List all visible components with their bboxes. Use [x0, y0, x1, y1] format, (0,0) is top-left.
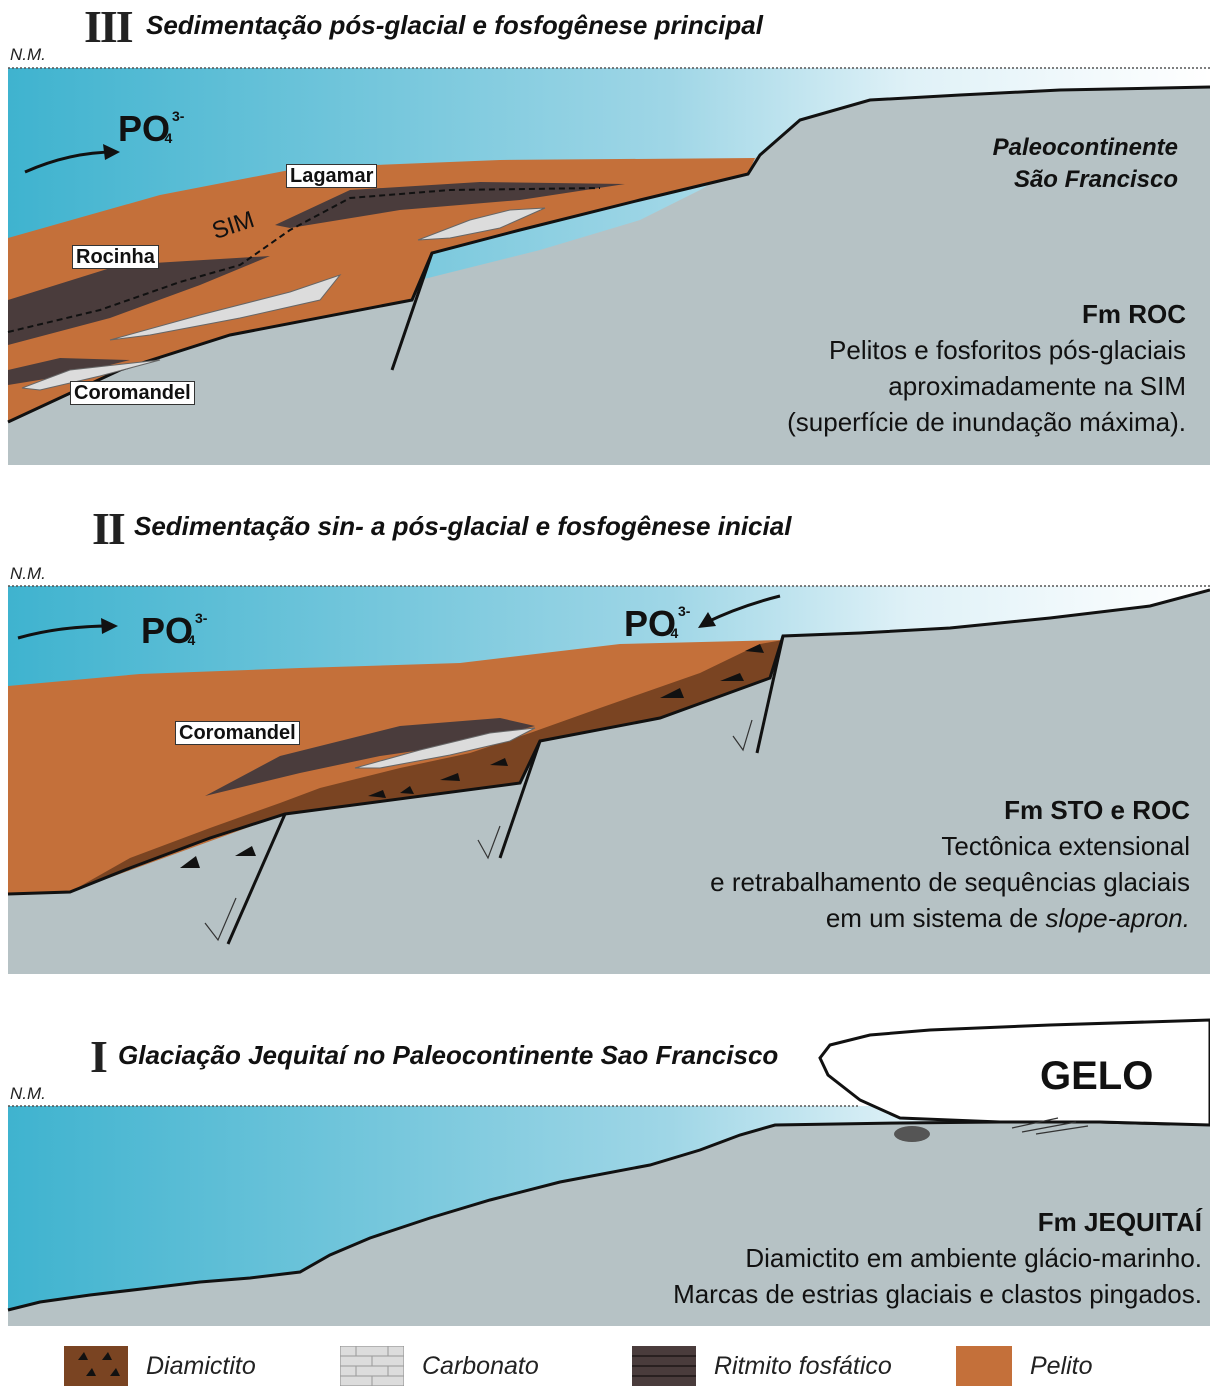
panel3-caption-heading: Fm ROC: [1082, 299, 1186, 329]
panel1-bedrock-outline: [7, 1120, 1171, 1312]
legend-label-diamictito: Diamictito: [146, 1351, 256, 1380]
panel2-caption-line1: Tectônica extensional: [941, 831, 1190, 861]
panel2-fault-3: [755, 635, 785, 754]
panel3-fault: [390, 252, 434, 371]
panel3-continent-label: Paleocontinente São Francisco: [993, 132, 1178, 196]
panel1-caption-heading: Fm JEQUITAÍ: [1037, 1207, 1202, 1237]
panel3-cross-section: [7, 67, 1210, 465]
legend-swatch-diamictito: [64, 1346, 128, 1386]
panel1-ice-label: GELO: [1040, 1054, 1154, 1098]
panel2-fault-1: [226, 813, 287, 945]
panel3-pelito: [8, 158, 755, 422]
legend-item-diamictito: Diamictito: [64, 1346, 256, 1386]
panel1-bedrock: [8, 1122, 1210, 1326]
panel2-pelito: [8, 640, 783, 894]
panel3-sea-level-label: N.M.: [10, 45, 46, 64]
panel3-carbonate-1: [109, 273, 342, 341]
legend-label-ritmito: Ritmito fosfático: [714, 1351, 892, 1380]
panel2-caption-heading: Fm STO e ROC: [1004, 795, 1190, 825]
panel3-carbonate-2: [417, 207, 546, 241]
legend-swatch-carbonato: [340, 1346, 404, 1386]
panel1-ice-sheet: [818, 1018, 1210, 1127]
panel2-sea-level-label: N.M.: [10, 564, 46, 583]
panel2-po4-arrowhead-right: [698, 612, 716, 628]
panel2-diamictite-slope: [70, 640, 783, 892]
panel3-rocinha-label: Rocinha: [72, 245, 159, 269]
panel2-cross-section: [7, 585, 1210, 974]
panel3-caption-line3: (superfície de inundação máxima).: [787, 407, 1186, 437]
panel3-ritmito-rocinha: [8, 256, 270, 345]
legend-label-pelito: Pelito: [1030, 1351, 1093, 1380]
panel2-fault-2: [498, 740, 542, 859]
legend-item-carbonato: Carbonato: [340, 1346, 539, 1386]
panel2-caption-line3: em um sistema de slope-apron.: [825, 903, 1190, 933]
panel2-bedrock-outline: [7, 588, 1210, 896]
panel3-carbonate-3: [21, 359, 161, 391]
legend-item-ritmito: Ritmito fosfático: [632, 1346, 892, 1386]
panel2-slip-mark-3: [732, 719, 753, 752]
panel1-numeral: I: [90, 1031, 108, 1082]
panel3-caption-line2: aproximadamente na SIM: [888, 371, 1186, 401]
panel3-lagamar-label: Lagamar: [286, 164, 378, 188]
panel1-caption: Fm JEQUITAÍ Diamictito em ambiente gláci…: [673, 1204, 1202, 1312]
panel2-coromandel-label: Coromandel: [175, 721, 300, 745]
panel2-caption: Fm STO e ROC Tectônica extensional e ret…: [710, 792, 1190, 936]
panel1-glacial-striations: [1011, 1117, 1089, 1135]
panel3-coromandel-label: Coromandel: [70, 381, 195, 405]
panel3-caption-line1: Pelitos e fosforitos pós-glaciais: [829, 335, 1186, 365]
panel2-bedrock: [8, 590, 1210, 974]
panel1-title: Glaciação Jequitaí no Paleocontinente Sa…: [118, 1040, 779, 1070]
panel3-caption: Fm ROC Pelitos e fosforitos pós-glaciais…: [787, 296, 1186, 440]
panel2-ritmito-lens: [205, 718, 535, 796]
legend-swatch-ritmito: [632, 1346, 696, 1386]
panel2-po4-arrowhead-left: [101, 618, 118, 634]
panel3-title: Sedimentação pós-glacial e fosfogênese p…: [146, 10, 763, 40]
panel1-dropstone: [894, 1126, 930, 1142]
panel1-cross-section: [7, 1018, 1210, 1326]
panel2-slip-mark-1: [204, 897, 237, 942]
legend-swatch-pelito: [956, 1346, 1012, 1386]
panel1-caption-line2: Marcas de estrias glaciais e clastos pin…: [673, 1279, 1202, 1309]
panel2-carbonate-lens: [354, 727, 536, 769]
panel2-diamictite-clasts: [180, 644, 764, 868]
panel3-ritmito-lagamar: [275, 182, 625, 228]
panel2-caption-line2: e retrabalhamento de sequências glaciais: [710, 867, 1190, 897]
panel3-sim-line: [7, 187, 601, 333]
panel3-continent-line2: São Francisco: [1013, 166, 1178, 193]
panel1-caption-line1: Diamictito em ambiente glácio-marinho.: [745, 1243, 1202, 1273]
panel3-po4-arrowhead: [103, 144, 120, 160]
panel1-sea-level-label: N.M.: [10, 1084, 46, 1103]
panel2-numeral: II: [92, 503, 126, 554]
legend-item-pelito: Pelito: [956, 1346, 1093, 1386]
panel3-bedrock-outline: [7, 85, 1210, 424]
panel2-title: Sedimentação sin- a pós-glacial e fosfog…: [134, 511, 792, 541]
panel3-numeral: III: [84, 1, 134, 52]
panel3-bedrock: [8, 87, 1210, 465]
legend-label-carbonato: Carbonato: [422, 1351, 539, 1380]
panel3-continent-line1: Paleocontinente: [992, 134, 1178, 161]
panel2-slip-mark-2: [477, 825, 501, 860]
